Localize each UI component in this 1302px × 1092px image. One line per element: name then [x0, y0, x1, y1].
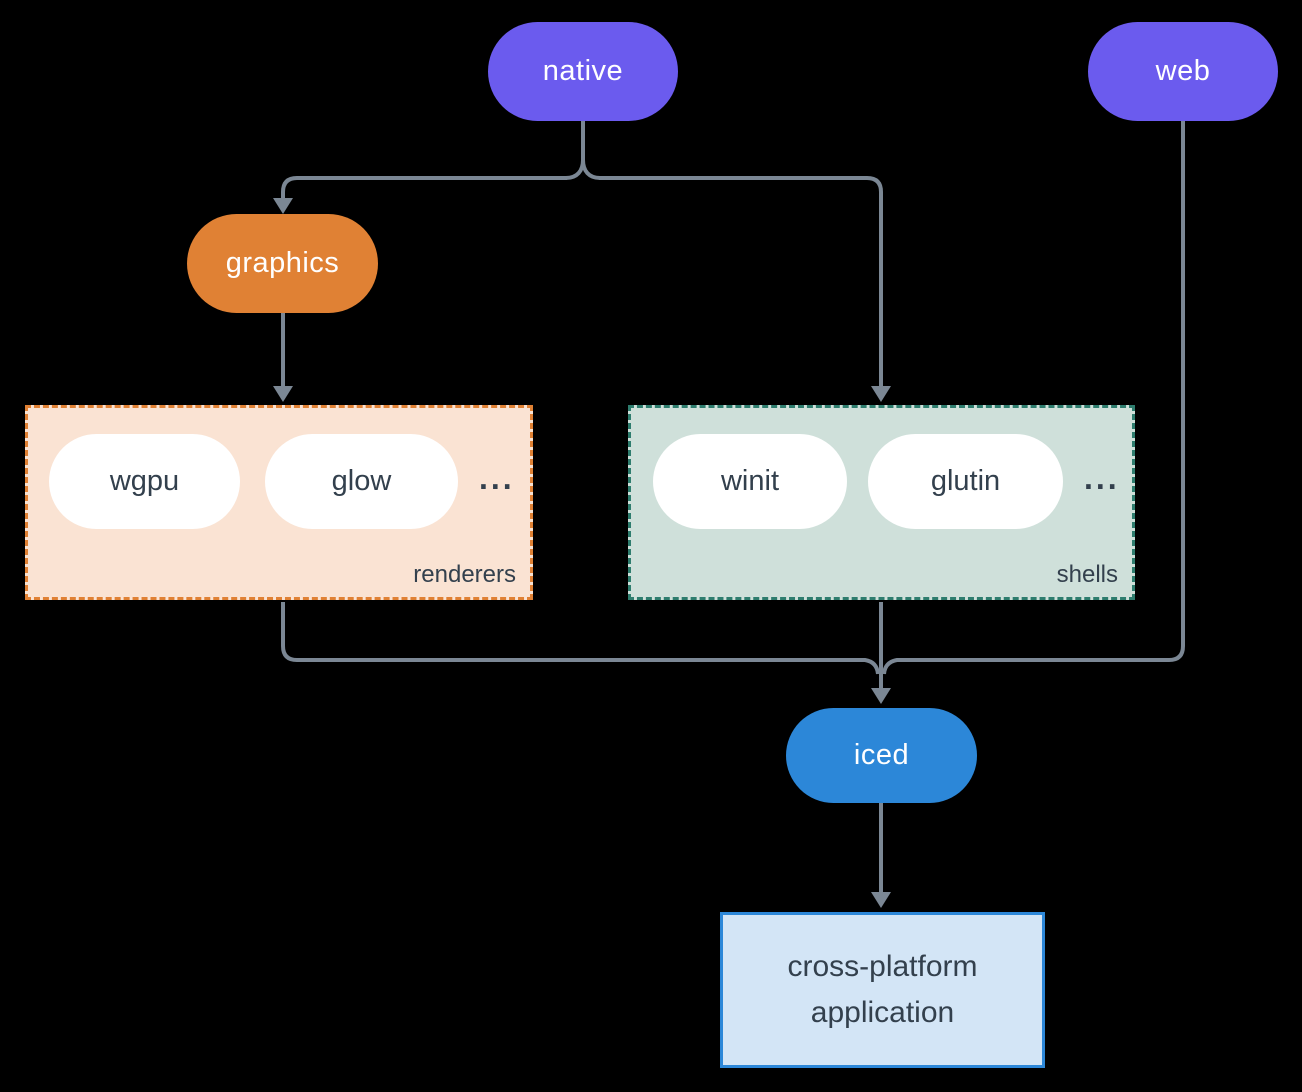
- node-application-label-line2: application: [810, 996, 955, 1029]
- node-glutin-label: glutin: [930, 465, 1001, 497]
- arrowhead-into-app: [871, 892, 891, 908]
- node-application: cross-platform application: [720, 912, 1045, 1068]
- node-native-label: native: [542, 55, 624, 87]
- group-shells: winit glutin ... shells: [628, 405, 1135, 600]
- edge-renderers-merge: [281, 602, 880, 675]
- node-wgpu: wgpu: [49, 434, 240, 529]
- node-application-label-line1: cross-platform: [787, 950, 978, 983]
- arrowhead-into-shells: [871, 386, 891, 402]
- group-renderers: wgpu glow ... renderers: [25, 405, 533, 600]
- node-graphics-label: graphics: [225, 247, 340, 279]
- edge-branch-right: [599, 176, 883, 390]
- node-wgpu-label: wgpu: [109, 465, 180, 497]
- renderers-ellipsis: ...: [479, 460, 515, 496]
- renderers-group-label: renderers: [413, 561, 516, 588]
- shells-group-label: shells: [1056, 561, 1118, 588]
- node-winit-label: winit: [720, 465, 779, 497]
- arrowhead-into-graphics: [273, 198, 293, 214]
- node-iced-label: iced: [853, 739, 910, 771]
- node-glutin: glutin: [868, 434, 1063, 529]
- node-iced: iced: [786, 708, 977, 803]
- node-glow-label: glow: [331, 465, 392, 497]
- node-native: native: [488, 22, 678, 121]
- arrowhead-into-iced: [871, 688, 891, 704]
- arrowhead-into-renderers: [273, 386, 293, 402]
- edge-web-merge: [882, 121, 1185, 675]
- node-graphics: graphics: [187, 214, 378, 313]
- edge-native-flare-left: [565, 159, 585, 180]
- shells-ellipsis: ...: [1084, 460, 1120, 496]
- node-glow: glow: [265, 434, 458, 529]
- edge-branch-left: [281, 176, 567, 200]
- node-web-label: web: [1155, 55, 1211, 87]
- edge-native-flare-right: [581, 159, 601, 180]
- node-winit: winit: [653, 434, 847, 529]
- node-web: web: [1088, 22, 1278, 121]
